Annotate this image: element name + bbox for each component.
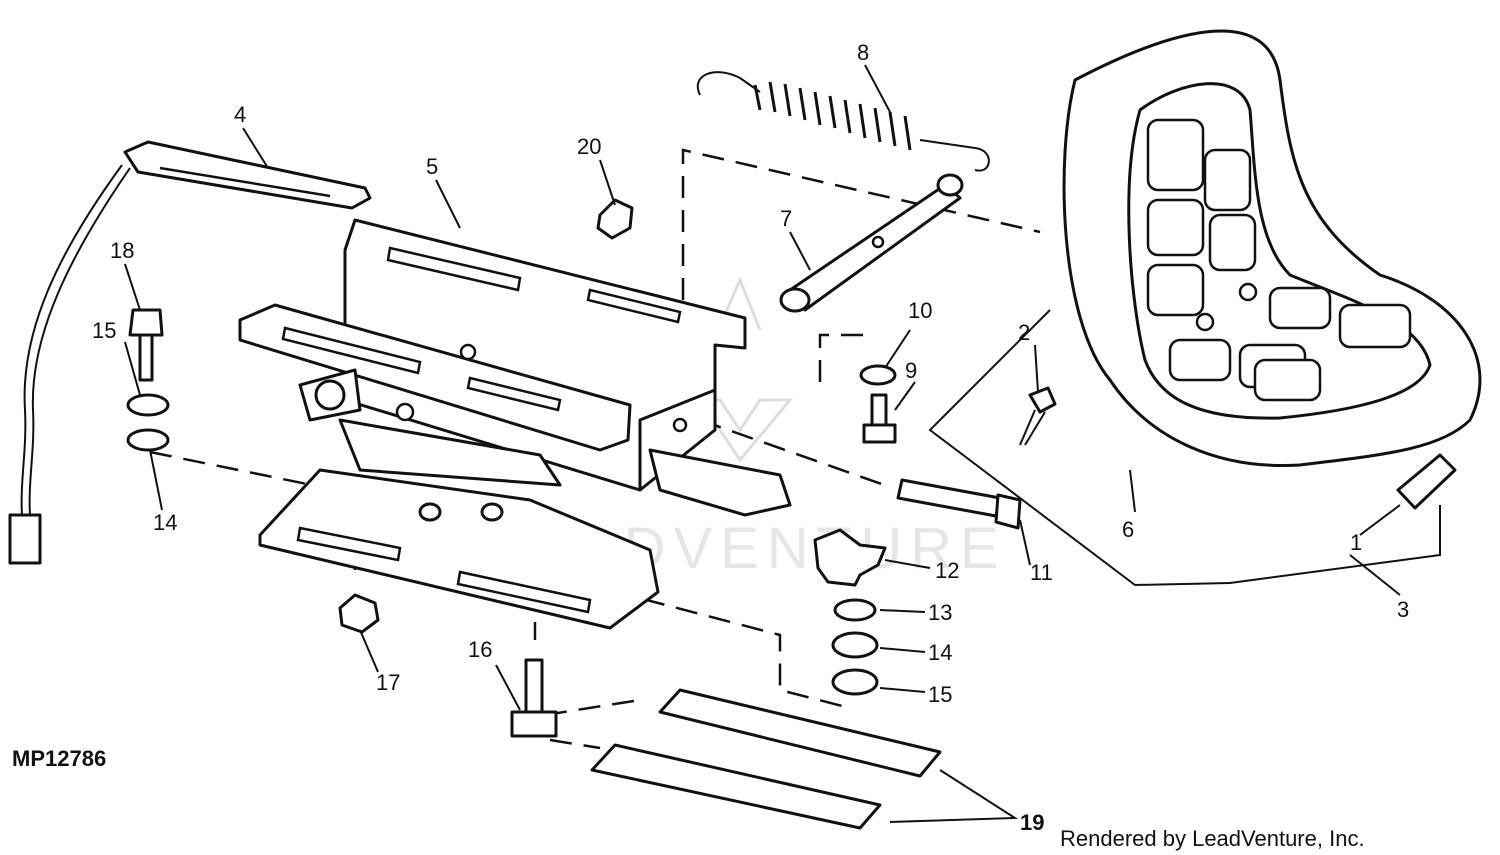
callout-11: 11 [1030, 560, 1053, 585]
callout-2: 2 [1018, 320, 1030, 345]
callout-9: 9 [905, 358, 917, 383]
rendered-by-credit: Rendered by LeadVenture, Inc. [1060, 826, 1365, 851]
seat-switch [8, 140, 372, 565]
callout-4: 4 [234, 102, 246, 127]
callout-10: 10 [908, 298, 932, 323]
callout-15-right: 15 [928, 682, 952, 707]
bumper-1 [1396, 453, 1457, 510]
bolt-9 [862, 393, 897, 444]
washer-10 [859, 364, 897, 386]
callout-6: 6 [1122, 517, 1134, 542]
callout-14-left: 14 [153, 510, 177, 535]
leader-lines [124, 64, 1441, 823]
bolt-18 [128, 308, 164, 382]
washer-14-left [126, 428, 170, 452]
callout-14-right: 14 [928, 640, 952, 665]
figure-code: MP12786 [12, 746, 106, 771]
seat-rail [238, 303, 632, 452]
callout-3: 3 [1397, 597, 1409, 622]
callout-17: 17 [376, 670, 400, 695]
callout-16: 16 [468, 637, 492, 662]
washer-14-right [831, 631, 879, 659]
callout-1: 1 [1350, 530, 1362, 555]
scissor-suspension [338, 343, 792, 517]
knob-12 [813, 528, 887, 587]
callout-7: 7 [780, 206, 792, 231]
callout-8: 8 [857, 40, 869, 65]
nut-17 [338, 593, 380, 634]
screw-2 [1019, 386, 1057, 446]
callout-13: 13 [928, 600, 952, 625]
bolt-16 [510, 658, 558, 738]
callout-12: 12 [935, 558, 959, 583]
nut-20 [596, 198, 634, 240]
base-plate [258, 468, 660, 630]
callout-15-left: 15 [92, 318, 116, 343]
callout-20: 20 [577, 134, 601, 159]
seat-6 [1062, 29, 1482, 468]
callout-19: 19 [1020, 810, 1044, 835]
washer-15-left [126, 393, 170, 417]
spring-8 [696, 71, 990, 172]
callout-5: 5 [426, 154, 438, 179]
spacer-plates-19 [590, 688, 942, 830]
callouts: 1 2 3 4 5 6 7 8 9 10 11 12 13 14 14 15 1… [92, 40, 1409, 835]
shaft-7 [779, 173, 964, 313]
washer-13 [833, 598, 877, 622]
bolt-11 [896, 478, 1022, 530]
callout-18: 18 [110, 238, 134, 263]
washer-15-right [831, 668, 879, 696]
